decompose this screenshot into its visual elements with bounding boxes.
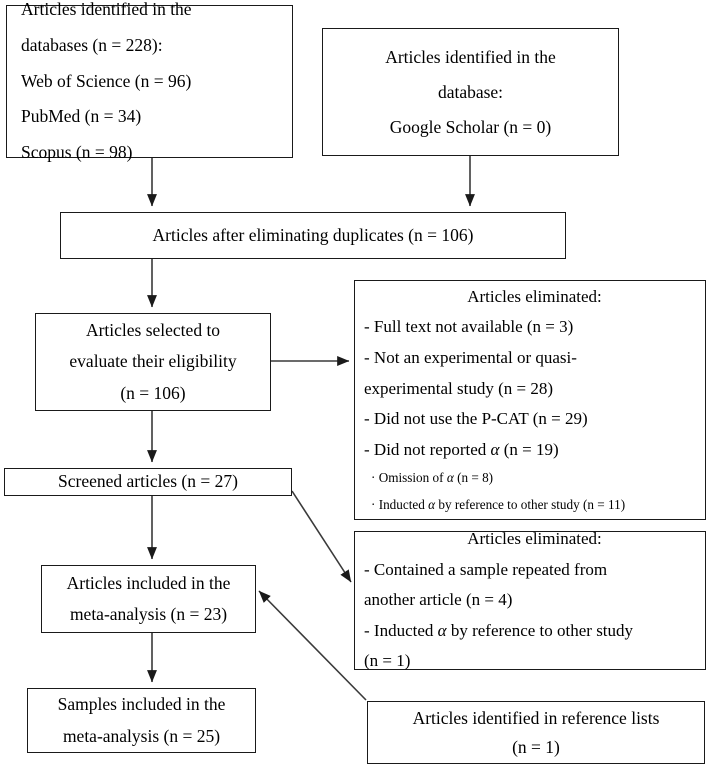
node-line: meta-analysis (n = 23) — [69, 604, 228, 624]
eliminated-item: - Full text not available (n = 3) — [364, 317, 574, 337]
node-articles-identified-google-scholar: Articles identified in the database: Goo… — [322, 28, 619, 156]
node-line: Articles identified in the — [21, 0, 192, 19]
eliminated-item: - Did not reported α (n = 19) — [364, 439, 559, 459]
connector-reference-lists-to-included — [258, 590, 367, 701]
node-line: database: — [437, 81, 504, 102]
eliminated-subitem: · Omission of α (n = 8) — [371, 470, 494, 486]
node-samples-included-meta-analysis: Samples included in the meta-analysis (n… — [27, 688, 256, 753]
node-articles-included-meta-analysis: Articles included in the meta-analysis (… — [41, 565, 256, 633]
node-screened-articles: Screened articles (n = 27) — [4, 468, 292, 496]
node-line: Articles selected to — [85, 320, 221, 341]
eliminated-item: - Contained a sample repeated from anoth… — [364, 559, 608, 610]
node-line: meta-analysis (n = 25) — [62, 725, 221, 746]
node-line: Articles identified in the — [385, 46, 556, 67]
eliminated-item: - Inducted α by reference to other study… — [364, 620, 634, 671]
node-articles-eliminated-first: Articles eliminated: - Full text not ava… — [354, 280, 706, 520]
node-articles-identified-reference-lists: Articles identified in reference lists (… — [367, 701, 705, 764]
eliminated-item: - Not an experimental or quasi- experime… — [364, 348, 577, 398]
eliminated-header: Articles eliminated: — [467, 529, 602, 549]
node-articles-selected-eligibility: Articles selected to evaluate their elig… — [35, 313, 271, 411]
node-line: (n = 106) — [120, 382, 186, 403]
eliminated-subitem: · Inducted α by reference to other study… — [371, 496, 626, 512]
node-line: Scopus (n = 98) — [21, 142, 133, 163]
node-line: PubMed (n = 34) — [21, 106, 142, 127]
node-line: Articles included in the — [66, 572, 231, 593]
node-line: (n = 1) — [512, 736, 560, 757]
node-line: Articles identified in reference lists — [412, 708, 660, 729]
node-line: Samples included in the — [57, 694, 226, 715]
eliminated-header: Articles eliminated: — [467, 286, 602, 306]
node-articles-after-eliminating-duplicates: Articles after eliminating duplicates (n… — [60, 212, 566, 259]
connector-screened-to-eliminated-second — [291, 490, 352, 583]
node-articles-eliminated-second: Articles eliminated: - Contained a sampl… — [354, 529, 706, 670]
node-line: evaluate their eligibility — [69, 351, 237, 372]
node-line: databases (n = 228): — [21, 34, 163, 55]
node-articles-identified-databases: Articles identified in the databases (n … — [6, 0, 293, 162]
eliminated-item: - Did not use the P-CAT (n = 29) — [364, 409, 588, 429]
node-line: Screened articles (n = 27) — [58, 471, 238, 492]
node-line: Articles after eliminating duplicates (n… — [152, 224, 474, 245]
node-line: Google Scholar (n = 0) — [389, 116, 552, 137]
node-line: Web of Science (n = 96) — [21, 70, 192, 91]
